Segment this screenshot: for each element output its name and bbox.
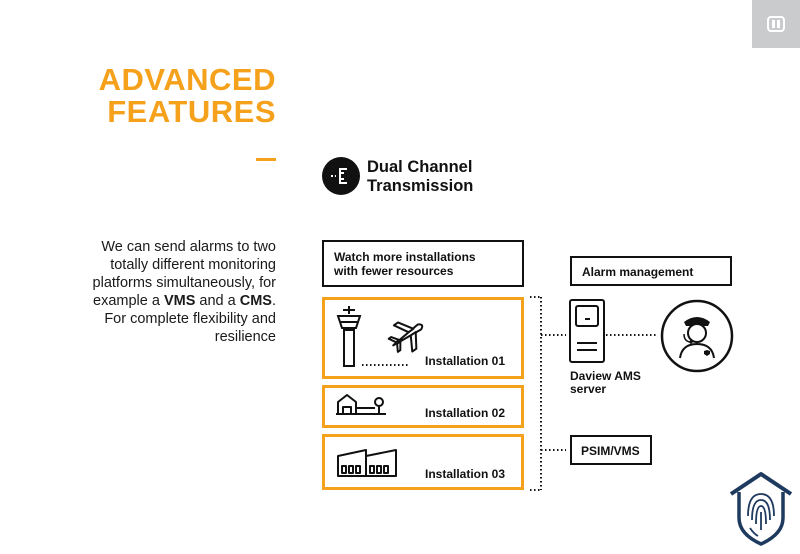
description-text-1: We can send alarms to two totally differ…: [92, 239, 276, 309]
security-operator-icon: [660, 299, 734, 373]
alarm-management-box: Alarm management: [570, 256, 732, 286]
description-text-3: . For complete flexibility and resilienc…: [104, 293, 276, 345]
alarm-management-label: Alarm management: [582, 265, 694, 279]
dual-channel-icon: [322, 157, 360, 195]
description-text-2: and a: [195, 293, 240, 309]
watch-more-line-2: with fewer resources: [334, 264, 454, 278]
watch-more-box: Watch more installations with fewer reso…: [322, 240, 524, 287]
server-label-line-1: Daview AMS: [570, 369, 641, 383]
feature-title-line-1: Dual Channel: [367, 158, 473, 176]
brand-mark-icon: [767, 16, 785, 32]
server-tower-icon: [569, 299, 605, 363]
title-accent-dash: [256, 158, 276, 161]
installation-01-label: Installation 01: [425, 354, 506, 368]
psim-vms-label: PSIM/VMS: [581, 444, 640, 458]
house-icon: [336, 394, 386, 415]
factory-icon: [337, 449, 397, 477]
feature-title: Dual Channel Transmission: [367, 158, 473, 196]
feature-title-line-2: Transmission: [367, 177, 474, 195]
page-title: ADVANCED FEATURES: [99, 64, 276, 128]
description-bold-vms: VMS: [163, 293, 196, 309]
connector-lines: [530, 296, 658, 491]
corner-tab[interactable]: [752, 0, 800, 48]
airport-tower-icon: [336, 306, 362, 367]
psim-vms-box: PSIM/VMS: [570, 435, 652, 465]
installation-01-box: [322, 297, 524, 379]
installation-03-label: Installation 03: [425, 467, 506, 481]
installation-03-box: [322, 434, 524, 490]
description-bold-cms: CMS: [239, 293, 272, 309]
watch-more-line-1: Watch more installations: [334, 250, 476, 264]
airplane-icon: [387, 321, 424, 353]
title-line-2: FEATURES: [107, 94, 276, 129]
title-line-1: ADVANCED: [98, 62, 276, 97]
description-paragraph: We can send alarms to two totally differ…: [86, 238, 276, 346]
server-label-line-2: server: [570, 382, 607, 396]
installation-02-label: Installation 02: [425, 406, 506, 420]
server-label: Daview AMS server: [570, 370, 641, 396]
fingerprint-house-shield-logo: [729, 472, 793, 546]
